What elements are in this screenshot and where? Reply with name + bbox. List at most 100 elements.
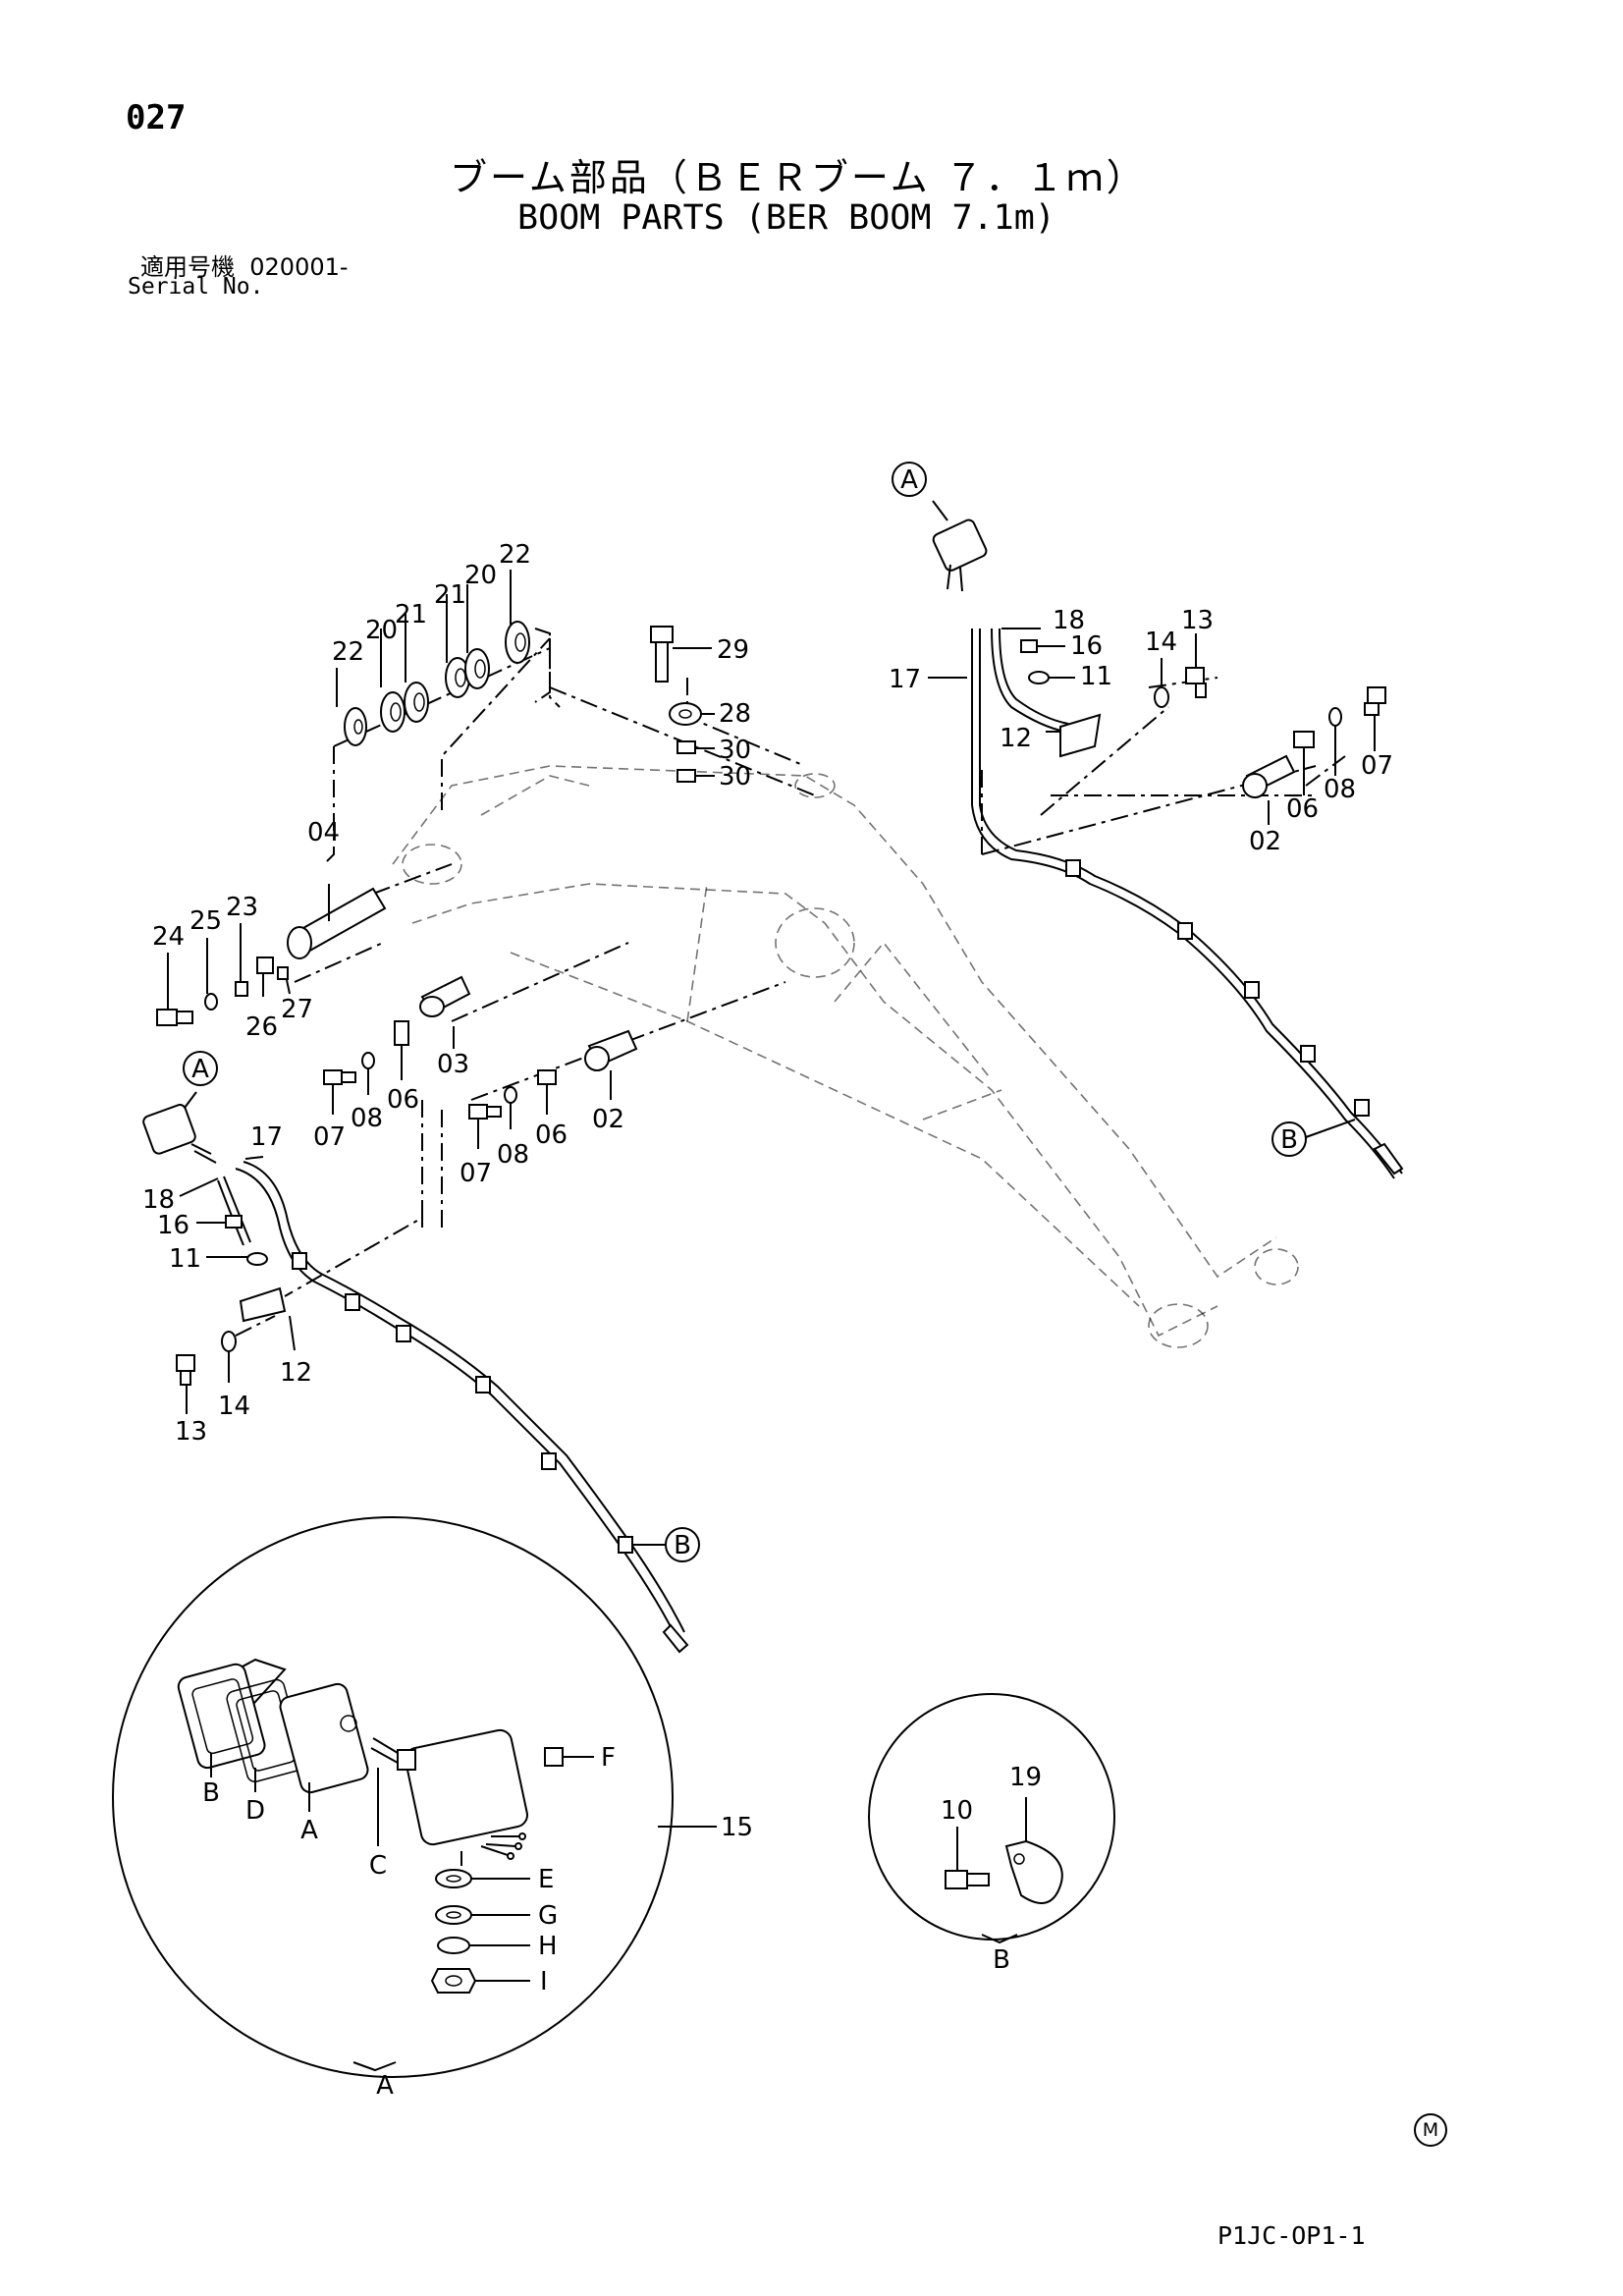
callout-04: 04 — [307, 818, 340, 847]
svg-text:A: A — [900, 465, 918, 495]
callout-25: 25 — [189, 906, 222, 936]
callout-28: 28 — [719, 699, 751, 729]
callout-06b: 06 — [535, 1121, 568, 1150]
hose-18-left — [179, 1175, 251, 1246]
ref-mark-b-left: B — [633, 1527, 700, 1562]
callout-20b: 20 — [464, 561, 497, 590]
callout-08b: 08 — [497, 1140, 529, 1170]
ref-mark-a-left: A — [183, 1051, 218, 1086]
callout-16r: 16 — [1070, 631, 1103, 661]
callout-08a: 08 — [351, 1104, 383, 1133]
page-number: 027 — [126, 98, 187, 137]
callout-29: 29 — [717, 635, 749, 665]
callout-19: 19 — [1009, 1763, 1042, 1792]
detail-a-letter-c: C — [369, 1851, 387, 1881]
callout-17r: 17 — [889, 665, 921, 694]
bolt-10 — [945, 1827, 990, 1889]
hose-18-right — [991, 628, 1069, 733]
bolt-13-right — [1185, 633, 1207, 698]
callout-12l: 12 — [280, 1358, 312, 1388]
lamp-cover-b — [177, 1658, 287, 1770]
callout-15: 15 — [721, 1813, 753, 1842]
washer-g — [435, 1905, 530, 1925]
bolt-13-left — [176, 1354, 195, 1414]
callout-14l: 14 — [218, 1392, 250, 1421]
detail-b: B 10 19 — [868, 1693, 1115, 1975]
pin-04 — [287, 884, 387, 959]
washer-11-right — [1028, 671, 1075, 684]
manufacturer-mark: M — [1414, 2113, 1447, 2147]
nut-30b — [676, 769, 715, 783]
ref-mark-a-top: A — [892, 462, 927, 497]
detail-a-letter-f: F — [601, 1743, 616, 1773]
title-english: BOOM PARTS (BER BOOM 7.1m) — [517, 198, 1055, 238]
pin-lock-group-mid — [323, 1020, 409, 1115]
hose-17-left — [235, 1156, 689, 1654]
washer-11-left — [206, 1252, 268, 1266]
callout-06a: 06 — [387, 1085, 419, 1115]
washer-22b — [505, 621, 530, 664]
callout-11r: 11 — [1080, 662, 1112, 691]
serial-label-english: Serial No. — [128, 274, 264, 300]
bolt-07-right — [1364, 686, 1386, 751]
svg-text:A: A — [191, 1055, 209, 1084]
spring-washer-h — [437, 1937, 530, 1954]
washer-20a — [380, 691, 406, 733]
screw-f — [544, 1747, 594, 1767]
lock-plate-06-right — [1293, 731, 1315, 795]
ref-mark-b-right: B — [1271, 1119, 1356, 1157]
work-light-top — [932, 500, 988, 592]
callout-22b: 22 — [499, 540, 531, 570]
bracket-12-right — [1046, 713, 1102, 758]
callout-30b: 30 — [719, 762, 751, 792]
callout-30a: 30 — [719, 736, 751, 765]
serial-value: 020001- — [249, 253, 349, 281]
screw-16-left — [196, 1215, 243, 1229]
screw-16-right — [1020, 639, 1065, 653]
detail-a-letter-h: H — [538, 1932, 558, 1961]
callout-labels: 22 20 21 21 20 22 29 28 30 30 04 24 25 2… — [142, 540, 1393, 1447]
callout-11l: 11 — [169, 1244, 201, 1274]
callout-13l: 13 — [175, 1417, 207, 1447]
assembly-leader-lines — [235, 637, 1346, 1337]
bracket-12-left — [239, 1286, 296, 1351]
hose-17-right — [928, 629, 1404, 1179]
bolt-29 — [650, 626, 712, 683]
callout-14r: 14 — [1145, 628, 1177, 657]
washer-e — [435, 1869, 530, 1888]
callout-08r: 08 — [1324, 775, 1356, 804]
washer-14-right — [1154, 658, 1169, 708]
washer-14-left — [221, 1331, 237, 1383]
callout-07r: 07 — [1361, 751, 1393, 781]
callout-26: 26 — [245, 1012, 278, 1042]
boom-outline — [392, 765, 1299, 1348]
pin-02-right — [1242, 754, 1296, 825]
pin-lock-group-center — [468, 1029, 638, 1149]
clip-19 — [1004, 1797, 1063, 1904]
washer-28 — [669, 702, 715, 726]
svg-text:B: B — [1280, 1125, 1298, 1155]
callout-22a: 22 — [332, 637, 364, 667]
callout-03: 03 — [437, 1050, 469, 1079]
callout-02r: 02 — [1249, 827, 1281, 856]
serial-label-japanese: 適用号機 — [140, 253, 235, 281]
callout-18l: 18 — [142, 1185, 175, 1215]
washer-20b — [464, 648, 490, 689]
document-code: P1JC-OP1-1 — [1217, 2221, 1366, 2250]
callout-10: 10 — [941, 1796, 973, 1826]
serial-line-japanese: 適用号機 020001- — [140, 247, 349, 282]
detail-a-letter-a: A — [300, 1816, 318, 1845]
callout-17l: 17 — [250, 1122, 283, 1152]
lamp-lens-a — [279, 1682, 369, 1794]
callout-13r: 13 — [1181, 606, 1214, 635]
washer-stack — [336, 570, 551, 746]
callout-20a: 20 — [365, 616, 398, 645]
nut-i — [430, 1968, 530, 1994]
callout-07b: 07 — [460, 1159, 492, 1188]
detail-a-letter-g: G — [538, 1901, 558, 1931]
work-light-left — [142, 1091, 217, 1164]
detail-a: 15 A — [112, 1516, 753, 2101]
callout-27: 27 — [281, 995, 313, 1024]
detail-a-letter-e: E — [538, 1865, 554, 1894]
callout-21a: 21 — [395, 600, 427, 629]
